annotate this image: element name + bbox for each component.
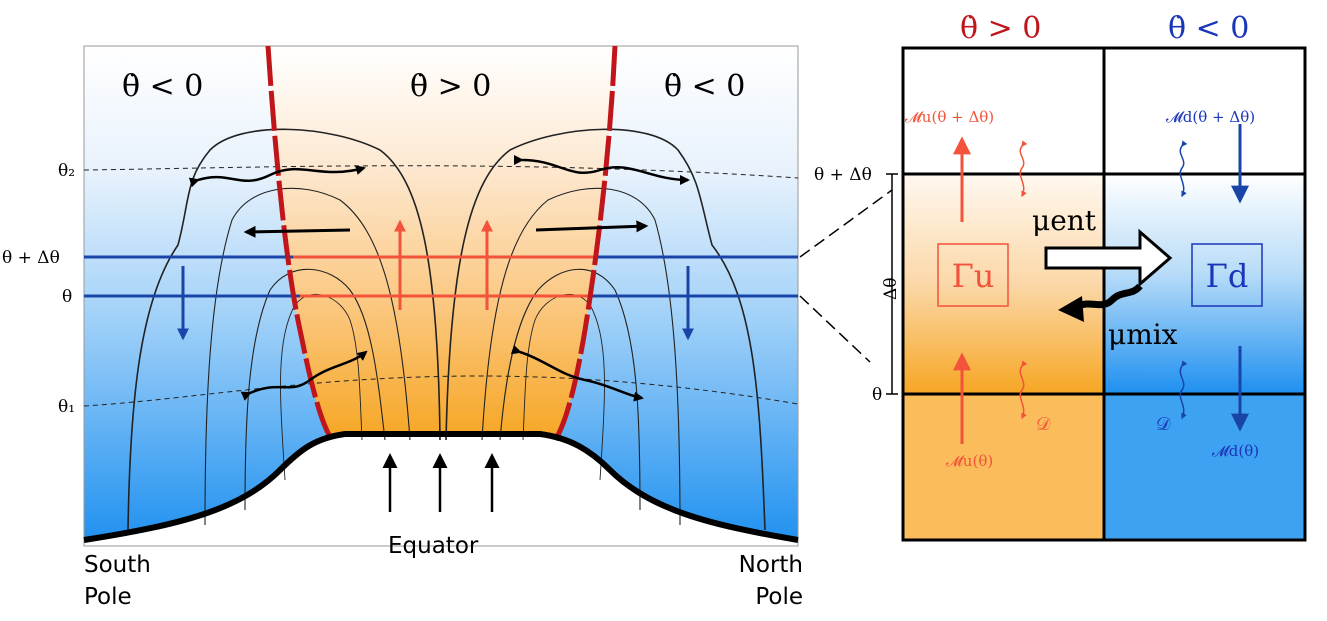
mass-d-bottom-label: 𝓜d(θ) [1212, 442, 1259, 460]
ascending-region [268, 46, 615, 440]
isentrope-theta2 [83, 165, 799, 179]
descent-arrows [177, 266, 694, 341]
grid-lines [901, 46, 1307, 542]
mass-u-bottom-label: 𝓜u(θ) [946, 452, 993, 470]
ground-outline [83, 431, 799, 543]
warm-column-bottom [903, 394, 1104, 540]
label-theta-plus-right: θ + Δθ [814, 165, 872, 185]
boundary-south [265, 45, 335, 442]
mu-mix-label: μmix [1108, 318, 1178, 351]
gamma-d-label: Γd [1206, 257, 1249, 295]
label-south-heating: θ̇ < 0 [122, 69, 203, 104]
header-heating: θ̇ > 0 [960, 11, 1041, 46]
cool-column-top [1104, 174, 1305, 394]
mu-ent-label: μent [1032, 204, 1097, 237]
mass-u-top-label: 𝓜u(θ + Δθ) [905, 108, 994, 126]
delta-theta-bracket [886, 173, 898, 395]
diffusion-arrows [1019, 140, 1188, 420]
label-center-heating: θ̇ > 0 [410, 69, 491, 104]
label-theta2: θ₂ [58, 161, 75, 181]
isentrope-theta1 [83, 375, 799, 407]
label-equator: Equator [388, 533, 479, 559]
mass-d-top-label: 𝓜d(θ + Δθ) [1166, 108, 1255, 126]
zoom-connectors [799, 189, 893, 363]
label-north-heating: θ̇ < 0 [664, 69, 745, 104]
gamma-d-box [1191, 243, 1263, 307]
equator-updraft-arrows [382, 453, 500, 512]
label-north-2: Pole [755, 584, 803, 610]
label-delta-theta: Δθ [881, 277, 901, 300]
right-panel: θ̇ > 0 θ̇ < 0 θ + Δθ θ Δθ Γu Γd [814, 11, 1307, 542]
cool-column-bottom [1104, 394, 1305, 540]
label-north-1: North [739, 552, 803, 578]
label-south-2: Pole [84, 584, 132, 610]
diffusion-u-label: 𝒟 [1036, 414, 1051, 435]
gamma-u-label: Γu [952, 257, 995, 295]
warm-column-top [903, 174, 1104, 394]
ascent-arrows [394, 219, 493, 310]
boundary-north [552, 45, 618, 442]
mixing-arrows [188, 154, 690, 402]
poleward-arrows [243, 220, 649, 238]
left-panel: θ̇ < 0 θ̇ > 0 θ̇ < 0 θ₂ θ + Δθ θ θ₁ Equa… [2, 45, 803, 610]
header-cooling: θ̇ < 0 [1168, 11, 1249, 46]
gamma-u-box [937, 243, 1009, 307]
label-south-1: South [84, 552, 151, 578]
label-theta-plus: θ + Δθ [2, 248, 60, 268]
label-theta-right: θ [872, 385, 882, 405]
mixing-arrow [1058, 283, 1143, 322]
label-theta1: θ₁ [58, 397, 75, 417]
entrainment-arrow [1044, 228, 1173, 288]
label-theta: θ [62, 287, 72, 307]
diffusion-d-label: 𝒟 [1156, 414, 1171, 435]
